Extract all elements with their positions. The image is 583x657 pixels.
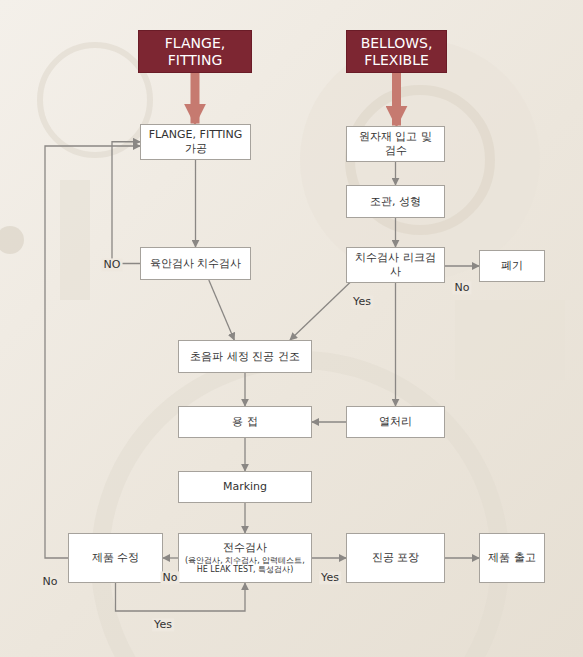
node-text: 육안검사 치수검사 — [150, 257, 242, 271]
inspection-box: 치수검사 리크검사 — [346, 247, 445, 283]
node-text: 용 접 — [232, 415, 258, 429]
process-box: 진공 포장 — [346, 533, 445, 583]
edge-label: No — [161, 571, 180, 584]
node-subtext: (육안검사, 치수검사, 압력테스트, HE LEAK TEST, 특성검사) — [184, 556, 306, 575]
edge-label: NO — [102, 258, 123, 271]
node-text: 초음파 세정 진공 건조 — [190, 350, 300, 364]
connector — [209, 280, 234, 340]
edge-label: Yes — [319, 571, 341, 584]
connector — [445, 557, 479, 558]
connector — [244, 503, 245, 533]
node-text: FLANGE, FITTING — [145, 35, 245, 69]
inspection-box: 육안검사 치수검사 — [140, 247, 251, 280]
node-text: FLANGE, FITTING 가공 — [146, 128, 245, 156]
category-header: FLANGE, FITTING — [138, 30, 252, 73]
connector — [244, 373, 245, 406]
process-box: 원자재 입고 및 검수 — [346, 126, 445, 162]
node-text: BELLOWS, FLEXIBLE — [353, 35, 440, 69]
node-text: 열처리 — [379, 415, 412, 429]
node-text: 폐기 — [501, 259, 523, 273]
node-text: 치수검사 리크검사 — [352, 251, 439, 279]
connector — [290, 283, 350, 341]
edge-label: No — [41, 575, 60, 588]
node-text: 제품 출고 — [488, 551, 536, 565]
node-text: Marking — [223, 480, 267, 494]
connector — [312, 557, 346, 558]
category-header: BELLOWS, FLEXIBLE — [346, 30, 447, 73]
process-box: 폐기 — [479, 250, 545, 282]
process-box: FLANGE, FITTING 가공 — [140, 124, 251, 160]
inspection-box: 전수검사(육안검사, 치수검사, 압력테스트, HE LEAK TEST, 특성… — [178, 533, 312, 583]
connector — [395, 162, 396, 186]
process-box: 제품 수정 — [68, 533, 163, 583]
edge-label: Yes — [152, 618, 174, 631]
node-text: 진공 포장 — [372, 551, 420, 565]
connector — [244, 438, 245, 471]
node-text: 원자재 입고 및 검수 — [352, 130, 439, 158]
connector — [195, 160, 196, 248]
connector — [45, 146, 140, 558]
process-box: 초음파 세정 진공 건조 — [178, 340, 312, 373]
process-box: 열처리 — [346, 406, 445, 438]
connector — [395, 283, 396, 407]
process-box: 제품 출고 — [479, 533, 545, 583]
process-box: 조관, 성형 — [346, 185, 445, 218]
connector — [445, 265, 479, 266]
edge-label: No — [453, 281, 472, 294]
flow-arrow — [392, 73, 401, 126]
connector — [395, 218, 396, 247]
node-text: 제품 수정 — [92, 551, 140, 565]
flow-arrow — [191, 73, 200, 124]
node-text: 조관, 성형 — [370, 195, 421, 209]
connector — [116, 583, 246, 611]
node-text: 전수검사 — [223, 541, 267, 555]
process-box: Marking — [178, 471, 312, 503]
process-box: 용 접 — [178, 406, 312, 438]
connector — [312, 421, 346, 422]
connector — [163, 557, 178, 558]
connector — [112, 142, 140, 264]
edge-label: Yes — [351, 295, 373, 308]
